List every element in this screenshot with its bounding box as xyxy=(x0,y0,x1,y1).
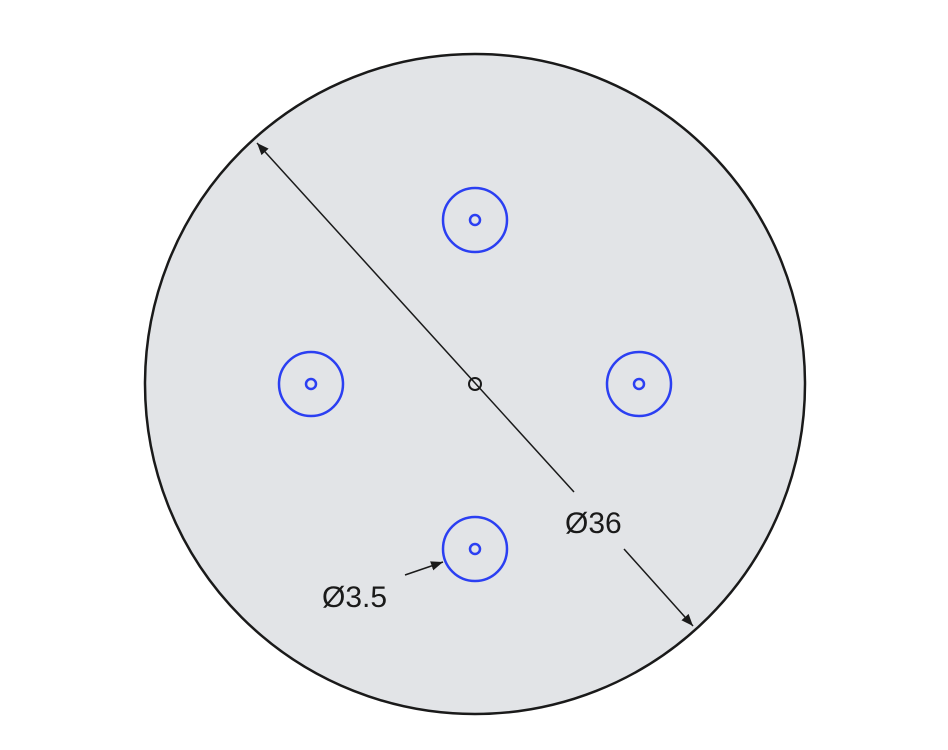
outer-diameter-label[interactable]: Ø36 xyxy=(565,507,622,540)
hole-diameter-leader-line xyxy=(404,561,444,576)
hole-right[interactable] xyxy=(605,350,673,418)
outer-diameter-dimension-line-lower xyxy=(623,548,694,627)
outer-diameter-dimension-line-upper xyxy=(256,142,575,493)
hole-diameter-label[interactable]: Ø3.5 xyxy=(322,581,387,614)
hole-left-outer-circle[interactable] xyxy=(277,350,345,418)
outer-diameter-dimension[interactable]: Ø36 xyxy=(256,142,694,627)
hole-bottom-inner-circle[interactable] xyxy=(468,542,482,556)
hole-left[interactable] xyxy=(277,350,345,418)
hole-top-inner-circle[interactable] xyxy=(468,213,482,227)
hole-diameter-dimension[interactable]: Ø3.5 xyxy=(322,561,444,614)
hole-bottom-outer-circle[interactable] xyxy=(441,515,509,583)
hole-bottom[interactable] xyxy=(441,515,509,583)
center-point[interactable] xyxy=(468,377,482,391)
hole-right-inner-circle[interactable] xyxy=(632,377,646,391)
hole-top-outer-circle[interactable] xyxy=(441,186,509,254)
hole-top[interactable] xyxy=(441,186,509,254)
hole-left-inner-circle[interactable] xyxy=(304,377,318,391)
hole-right-outer-circle[interactable] xyxy=(605,350,673,418)
